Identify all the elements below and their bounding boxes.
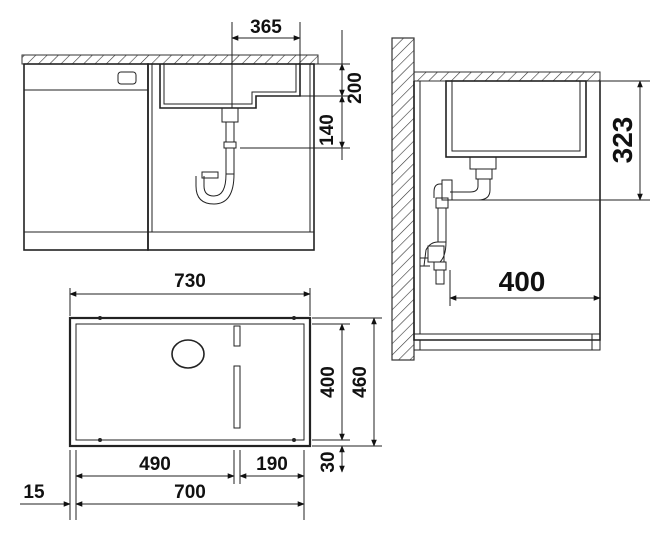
countertop <box>21 54 319 65</box>
dim-30-label: 30 <box>318 451 339 472</box>
dim-15-label: 15 <box>23 482 45 503</box>
dim-200-label: 200 <box>345 72 366 104</box>
wall-hatched <box>391 37 415 361</box>
side-drain <box>420 156 497 285</box>
side-countertop <box>413 71 601 82</box>
top-view: 730 400 460 30 490 190 700 15 <box>20 271 382 520</box>
cabinet-handle <box>117 71 137 85</box>
dim-190-label: 190 <box>256 454 288 475</box>
dim-400-side-label: 400 <box>499 266 546 297</box>
left-cabinet <box>23 63 149 251</box>
dim-140-label: 140 <box>317 114 338 146</box>
drain-opening <box>171 339 205 369</box>
sink-outline <box>68 316 312 448</box>
drain-trap <box>195 107 239 205</box>
side-sink-bowl <box>445 80 587 158</box>
side-view: 323 400 <box>391 37 650 361</box>
dim-323-label: 323 <box>607 117 638 164</box>
sink-bowl-profile <box>159 64 301 109</box>
dim-365-label: 365 <box>250 17 282 38</box>
dim-700-label: 700 <box>174 482 206 503</box>
front-view: 365 200 140 <box>21 17 366 251</box>
right-cabinet <box>147 63 315 251</box>
dim-490-label: 490 <box>139 454 171 475</box>
dim-730-label: 730 <box>174 271 206 292</box>
dim-400-top-label: 400 <box>318 366 339 398</box>
dim-460-label: 460 <box>350 366 371 398</box>
